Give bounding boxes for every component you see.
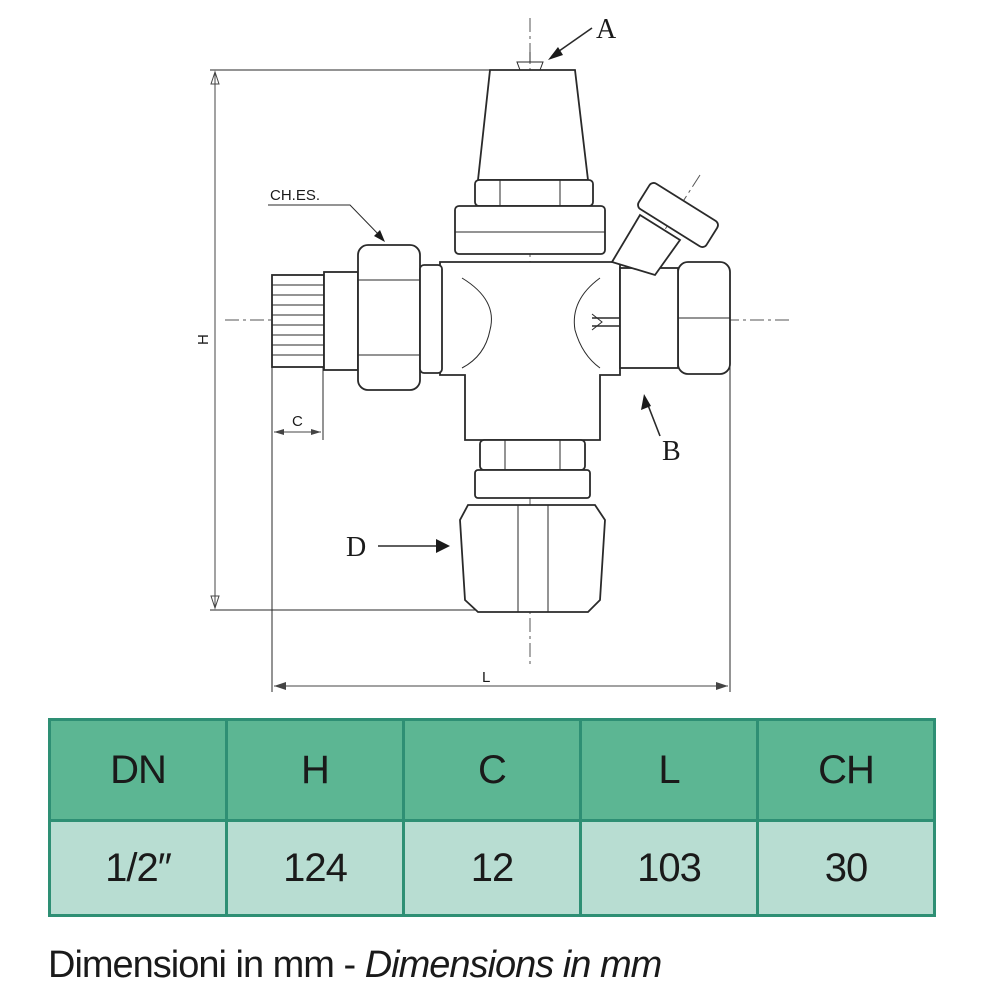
value-dn: 1/2″ [48,819,228,917]
table-row: 1/2″ 124 12 103 30 [48,819,936,917]
valve-technical-drawing: H C L [195,14,790,692]
caption-italian: Dimensioni in mm - [48,944,365,986]
dimension-h-label: H [195,334,212,345]
callout-d-label: D [346,532,366,563]
dimensions-caption: Dimensioni in mm - Dimensions in mm [48,944,663,987]
header-c: C [402,718,582,822]
callout-b-label: B [662,436,681,467]
callout-arrows [268,27,661,553]
value-h: 124 [225,819,405,917]
header-ch: CH [756,718,936,822]
value-ch: 30 [756,819,936,917]
dimensions-table: DN H C L CH 1/2″ 124 12 103 30 [48,718,936,917]
header-dn: DN [48,718,228,822]
table-header-row: DN H C L CH [48,718,936,822]
caption-english: Dimensions in mm [364,944,663,986]
callout-ches-label: CH.ES. [270,187,320,204]
callout-a-label: A [596,14,617,45]
dimension-c-label: C [292,413,303,430]
valve-body [271,52,731,613]
value-c: 12 [402,819,582,917]
dimension-lines [210,69,731,692]
value-l: 103 [579,819,759,917]
header-l: L [579,718,759,822]
header-h: H [225,718,405,822]
dimension-l-label: L [482,669,490,686]
